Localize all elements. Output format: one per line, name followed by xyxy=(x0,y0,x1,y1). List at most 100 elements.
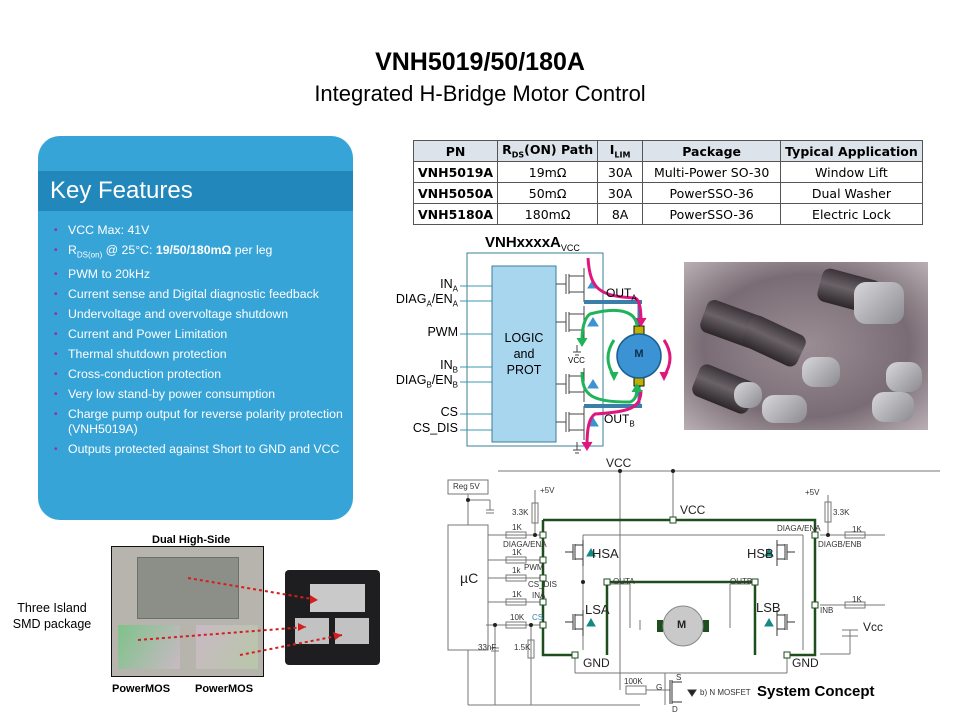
feature-subscript: DS(on) xyxy=(76,250,103,260)
sch-r-inb: 1K xyxy=(852,595,862,604)
table-row: VNH5019A 19mΩ 30A Multi-Power SO-30 Wind… xyxy=(412,161,923,183)
key-features-heading: Key Features xyxy=(38,171,353,211)
n-mosfet xyxy=(669,680,697,704)
sch-lsb: LSB xyxy=(756,600,781,615)
system-concept-caption: System Concept xyxy=(757,683,875,700)
table-row: VNH5180A 180mΩ 8A PowerSSO-36 Electric L… xyxy=(412,203,923,225)
pin-label-pwm: PWM xyxy=(358,325,458,339)
sch-r-3k3-right: 3.3K xyxy=(833,508,850,517)
logic-text: PROT xyxy=(506,363,542,377)
feature-item: Cross-conduction protection xyxy=(54,367,343,382)
sch-vcc-top: VCC xyxy=(606,456,632,470)
photo-bracket xyxy=(872,392,914,422)
header-subscript: DS xyxy=(511,150,525,160)
uc-box xyxy=(447,524,489,651)
motor-circle xyxy=(616,333,662,379)
feature-item: Charge pump output for reverse polarity … xyxy=(54,407,343,437)
pin-subscript: B xyxy=(452,380,458,390)
out-a-label: OUTA xyxy=(606,286,637,302)
sch-mosfet-label: b) N MOSFET xyxy=(700,688,751,697)
feature-bold: 19/50/180mΩ xyxy=(155,243,232,257)
pin-label-diagb: DIAGB/ENB xyxy=(358,373,458,393)
arrow-head-icon xyxy=(631,383,643,393)
current-path-green xyxy=(580,309,639,341)
sch-lbl-csdis: CS_DIS xyxy=(528,580,557,589)
sch-r-cs-gnd: 1.5K xyxy=(514,643,531,652)
feature-item: RDS(on) @ 25°C: 19/50/180mΩ per leg xyxy=(54,243,343,262)
logic-label: LOGIC and PROT xyxy=(492,330,556,378)
header-text: (ON) Path xyxy=(524,142,594,158)
current-path-green-b xyxy=(580,371,639,404)
ls-a-mosfet xyxy=(565,610,596,636)
sch-lbl-cs: CS xyxy=(532,613,544,622)
motor-label: M xyxy=(634,348,644,360)
feature-item: Very low stand-by power consumption xyxy=(54,387,343,402)
sch-outb: OUTB xyxy=(730,577,753,586)
sch-r-csdis: 1k xyxy=(512,566,521,575)
logic-text: LOGIC xyxy=(504,331,544,345)
header-text: R xyxy=(502,142,512,158)
vcc-label: VCC xyxy=(568,356,585,365)
pin-text: PWM xyxy=(427,325,458,339)
out-b-label: OUTB xyxy=(604,412,635,428)
label-line: SMD package xyxy=(12,617,92,631)
pin-text: /EN xyxy=(431,373,453,387)
sch-r-cs: 10K xyxy=(510,613,525,622)
powermos-left-label: PowerMOS xyxy=(112,683,171,695)
feature-text: R xyxy=(68,243,77,257)
arrow-head-icon xyxy=(635,317,647,327)
feature-item: Current sense and Digital diagnostic fee… xyxy=(54,287,343,302)
sch-lbl-inb: INB xyxy=(820,606,834,615)
powermos-right-label: PowerMOS xyxy=(195,683,254,695)
photo-bracket xyxy=(762,395,807,423)
pin-label-csdis: CS_DIS xyxy=(358,421,458,435)
pin-text: DIAG xyxy=(395,292,427,306)
block-title-text: VNHxxxxA xyxy=(485,234,561,251)
pin-subscript: B xyxy=(452,365,458,375)
cell-rds: 180mΩ xyxy=(497,203,599,225)
out-b-bus xyxy=(584,404,642,408)
feature-item: VCC Max: 41V xyxy=(54,223,343,238)
table-row: VNH5050A 50mΩ 30A PowerSSO-36 Dual Washe… xyxy=(412,182,923,204)
current-path-magenta xyxy=(586,257,643,323)
pin-text: DIAG xyxy=(395,373,427,387)
feature-item: Thermal shutdown protection xyxy=(54,347,343,362)
out-text: OUT xyxy=(604,412,630,426)
sch-motor-label: M xyxy=(677,619,687,631)
sch-lbl-diaga-right: DIAGA/ENA xyxy=(777,524,821,533)
cell-application: Electric Lock xyxy=(780,203,923,225)
die-photo xyxy=(111,546,264,677)
slide-title: VNH5019/50/180A xyxy=(375,48,585,76)
sch-s: S xyxy=(676,673,682,682)
sch-lbl-diagb: DIAGB/ENB xyxy=(818,540,862,549)
photo-bracket xyxy=(734,382,762,408)
pin-text: CS_DIS xyxy=(412,421,458,435)
sch-vcc-inner: VCC xyxy=(680,503,706,517)
pin-text: IN xyxy=(440,277,453,291)
motor-photo xyxy=(684,262,928,430)
pin-subscript: A xyxy=(426,299,432,309)
sch-uc: µC xyxy=(460,570,479,586)
dual-high-side-label: Dual High-Side xyxy=(152,534,231,546)
key-features-list: VCC Max: 41V RDS(on) @ 25°C: 19/50/180mΩ… xyxy=(54,223,343,462)
pin-subscript: B xyxy=(426,380,432,390)
chip-outline xyxy=(466,252,604,447)
sch-vcc-cap: Vcc xyxy=(863,620,884,634)
sch-reg5v: Reg 5V xyxy=(453,482,480,491)
pad-top xyxy=(310,584,365,612)
pin-subscript: A xyxy=(452,299,458,309)
block-title-subscript: VCC xyxy=(560,243,580,253)
arrow-head-icon xyxy=(576,337,588,347)
pin-text: /EN xyxy=(431,292,453,306)
cell-pn: VNH5180A xyxy=(412,203,499,225)
pin-label-diaga: DIAGA/ENA xyxy=(358,292,458,312)
hs-b-mosfet xyxy=(764,540,795,566)
sch-lbl-ina: INA xyxy=(532,591,546,600)
cell-package: PowerSSO-36 xyxy=(642,203,782,225)
col-pn: PN xyxy=(412,140,499,162)
sch-d: D xyxy=(672,705,678,714)
sch-plus5v-left: +5V xyxy=(540,486,555,495)
sch-r-3k3-left: 3.3K xyxy=(512,508,529,517)
